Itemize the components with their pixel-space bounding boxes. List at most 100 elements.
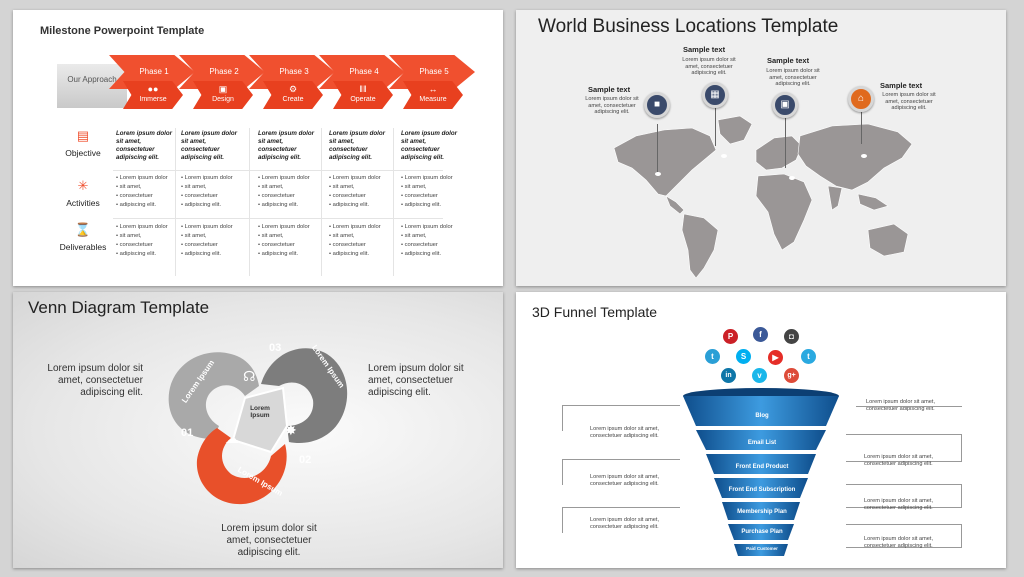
objective-cell: Lorem ipsum dolor sit amet, consectetuer… bbox=[116, 130, 173, 161]
note-text: Lorem ipsum dolor sit amet, consectetuer… bbox=[864, 536, 934, 549]
gears-icon: ⚙ bbox=[288, 84, 298, 94]
pin-line bbox=[785, 118, 786, 168]
googleplus-icon[interactable]: g+ bbox=[784, 368, 799, 383]
bottom-text: Lorem ipsum dolor sit amet, consectetuer… bbox=[221, 523, 317, 558]
bullet: • sit amet, bbox=[181, 233, 207, 239]
bullet: • Lorem ipsum dolor bbox=[181, 175, 233, 181]
bullet: • adipiscing elit. bbox=[258, 251, 299, 257]
bullet: • Lorem ipsum dolor bbox=[401, 224, 453, 230]
bullet: • adipiscing elit. bbox=[329, 251, 370, 257]
venn-slide[interactable]: Venn Diagram Template Lorem ipsum dolor … bbox=[13, 292, 503, 568]
bullet: • consectetuer bbox=[401, 242, 438, 248]
deliverables-cell: • Lorem ipsum dolor • sit amet, • consec… bbox=[329, 223, 397, 259]
bullet: • consectetuer bbox=[116, 193, 153, 199]
marker-title: Sample text bbox=[588, 85, 631, 94]
marker-title: Sample text bbox=[683, 45, 726, 54]
phase-2-chevron: Phase 2 ▣Design bbox=[179, 55, 265, 111]
twitter-icon[interactable]: t bbox=[801, 349, 816, 364]
factory-icon[interactable]: ■ bbox=[644, 92, 670, 118]
pin-line bbox=[657, 124, 658, 172]
bullet: • sit amet, bbox=[329, 184, 355, 190]
linkedin-icon[interactable]: in bbox=[721, 368, 736, 383]
connector-line bbox=[846, 484, 962, 508]
objective-cell: Lorem ipsum dolor sit amet, consectetuer… bbox=[401, 130, 458, 161]
bullet: • adipiscing elit. bbox=[329, 202, 370, 208]
home-icon[interactable]: ⌂ bbox=[848, 86, 874, 112]
activities-cell: • Lorem ipsum dolor • sit amet, • consec… bbox=[116, 174, 184, 210]
bullet: • Lorem ipsum dolor bbox=[258, 224, 310, 230]
row-label: Activities bbox=[66, 198, 100, 208]
connector-line bbox=[562, 459, 680, 485]
store-icon[interactable]: ▣ bbox=[772, 92, 798, 118]
vimeo-icon[interactable]: v bbox=[752, 368, 767, 383]
bullet: • Lorem ipsum dolor bbox=[181, 224, 233, 230]
funnel-stage: Front End Product bbox=[735, 464, 789, 470]
bullet: • sit amet, bbox=[258, 233, 284, 239]
objective-cell: Lorem ipsum dolor sit amet, consectetuer… bbox=[329, 130, 386, 161]
petal-number: 02 bbox=[299, 454, 312, 466]
funnel-graphic bbox=[683, 388, 839, 556]
bullet: • adipiscing elit. bbox=[116, 202, 157, 208]
divider bbox=[321, 128, 322, 276]
youtube-icon[interactable]: ▶ bbox=[768, 350, 783, 365]
checklist-icon: ▤ bbox=[76, 128, 90, 143]
petal-number: 01 bbox=[181, 427, 194, 439]
left-text: Lorem ipsum dolor sit amet, consectetuer… bbox=[47, 363, 143, 398]
marker-text: Lorem ipsum dolor sit amet, consectetuer… bbox=[682, 57, 736, 76]
row-activities: ✳ Activities bbox=[53, 178, 113, 208]
building-icon[interactable]: ▦ bbox=[702, 82, 728, 108]
pinterest-icon[interactable]: P bbox=[723, 329, 738, 344]
bullet: • sit amet, bbox=[181, 184, 207, 190]
objective-cell: Lorem ipsum dolor sit amet, consectetuer… bbox=[258, 130, 315, 161]
bullet: • Lorem ipsum dolor bbox=[329, 175, 381, 181]
marker-text: Lorem ipsum dolor sit amet, consectetuer… bbox=[766, 68, 820, 87]
bullet: • adipiscing elit. bbox=[181, 202, 222, 208]
facebook-icon[interactable]: f bbox=[753, 327, 768, 342]
phase-4-chevron: Phase 4 ‖‖Operate bbox=[319, 55, 405, 111]
bullet: • consectetuer bbox=[329, 193, 366, 199]
instagram-icon[interactable]: ◘ bbox=[784, 329, 799, 344]
funnel-stage: Membership Plan bbox=[737, 509, 787, 515]
marker-title: Sample text bbox=[880, 81, 923, 90]
connector-line bbox=[562, 507, 680, 533]
world-locations-slide[interactable]: World Business Locations Template bbox=[516, 10, 1006, 286]
phase-sub: Operate bbox=[350, 96, 376, 103]
bullet: • sit amet, bbox=[401, 233, 427, 239]
bullet: • Lorem ipsum dolor bbox=[116, 175, 168, 181]
divider bbox=[175, 128, 176, 276]
blocks-icon: ▣ bbox=[218, 84, 228, 94]
bullet: • adipiscing elit. bbox=[181, 251, 222, 257]
petal-02 bbox=[196, 428, 287, 505]
note-text: Lorem ipsum dolor sit amet, consectetuer… bbox=[590, 426, 660, 439]
bullet: • adipiscing elit. bbox=[258, 202, 299, 208]
bullet: • sit amet, bbox=[329, 233, 355, 239]
funnel-slide[interactable]: 3D Funnel Template P f ◘ t S ▶ t in v g+… bbox=[516, 292, 1006, 568]
slide-title: Venn Diagram Template bbox=[28, 298, 210, 317]
bullet: • adipiscing elit. bbox=[401, 202, 442, 208]
skype-icon[interactable]: S bbox=[736, 349, 751, 364]
pin-line bbox=[715, 106, 716, 146]
slide-title: 3D Funnel Template bbox=[532, 304, 658, 320]
activities-cell: • Lorem ipsum dolor • sit amet, • consec… bbox=[258, 174, 326, 210]
petal-01 bbox=[168, 352, 259, 439]
milestone-slide[interactable]: Milestone Powerpoint Template Our Approa… bbox=[13, 10, 503, 286]
pin-line bbox=[861, 108, 862, 144]
phase-3-chevron: Phase 3 ⚙Create bbox=[249, 55, 335, 111]
phase-sub: Create bbox=[282, 96, 304, 103]
divider bbox=[393, 128, 394, 276]
deliverables-cell: • Lorem ipsum dolor • sit amet, • consec… bbox=[116, 223, 184, 259]
tumblr-icon[interactable]: t bbox=[705, 349, 720, 364]
deliverables-cell: • Lorem ipsum dolor • sit amet, • consec… bbox=[258, 223, 326, 259]
star-icon: ✳ bbox=[77, 178, 89, 193]
funnel-stage: Blog bbox=[755, 413, 769, 419]
divider bbox=[249, 128, 250, 276]
bullet: • consectetuer bbox=[181, 242, 218, 248]
bullet: • consectetuer bbox=[116, 242, 153, 248]
marker-title: Sample text bbox=[767, 56, 810, 65]
right-text: Lorem ipsum dolor sit amet, consectetuer… bbox=[368, 363, 464, 398]
venn-center bbox=[231, 386, 289, 454]
funnel-stage: Paid Customer bbox=[746, 546, 778, 551]
network-icon: ✸ bbox=[285, 422, 297, 438]
objective-cell: Lorem ipsum dolor sit amet, consectetuer… bbox=[181, 130, 238, 161]
note-text: Lorem ipsum dolor sit amet, consectetuer… bbox=[866, 399, 936, 412]
